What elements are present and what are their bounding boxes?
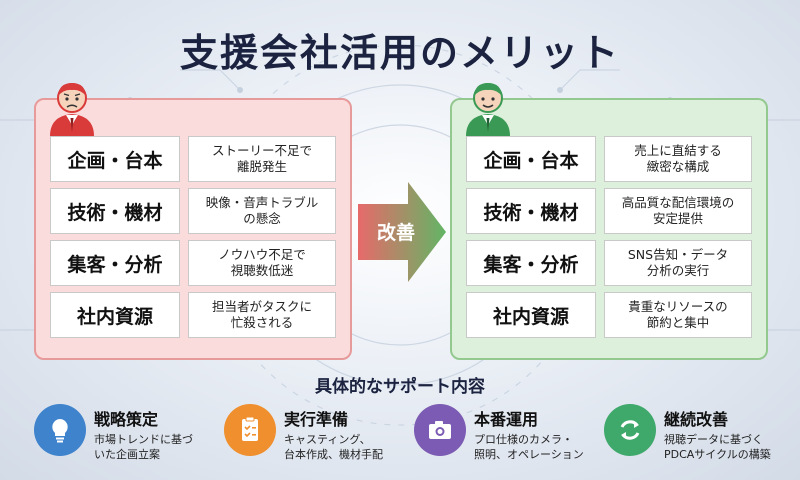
before-row-label: 集客・分析 xyxy=(50,240,180,286)
checklist-icon xyxy=(224,404,276,456)
after-row-marketing: 集客・分析 SNS告知・データ 分析の実行 xyxy=(466,240,752,286)
page-title: 支援会社活用のメリット xyxy=(179,31,620,75)
lightbulb-icon xyxy=(34,404,86,456)
after-row-desc: 高品質な配信環境の 安定提供 xyxy=(604,188,752,234)
confident-person-icon xyxy=(466,83,510,136)
before-row-label: 技術・機材 xyxy=(50,188,180,234)
support-item-title: 実行準備 xyxy=(284,410,349,429)
support-item-preparation: 実行準備 キャスティング、 台本作成、機材手配 xyxy=(224,404,414,474)
before-row-resources: 社内資源 担当者がタスクに 忙殺される xyxy=(50,292,336,338)
camera-icon xyxy=(414,404,466,456)
improvement-arrow-icon xyxy=(358,182,446,282)
after-row-label: 社内資源 xyxy=(466,292,596,338)
before-row-desc: ストーリー不足で 離脱発生 xyxy=(188,136,336,182)
support-item-desc: 視聴データに基づく PDCAサイクルの構築 xyxy=(664,433,771,461)
after-row-planning: 企画・台本 売上に直結する 緻密な構成 xyxy=(466,136,752,182)
arrow-label: 改善 xyxy=(376,222,415,244)
worried-person-icon xyxy=(50,83,94,136)
after-row-label: 企画・台本 xyxy=(466,136,596,182)
before-row-planning: 企画・台本 ストーリー不足で 離脱発生 xyxy=(50,136,336,182)
support-item-title: 戦略策定 xyxy=(94,410,159,429)
after-row-desc: SNS告知・データ 分析の実行 xyxy=(604,240,752,286)
support-item-desc: 市場トレンドに基づ いた企画立案 xyxy=(94,433,193,461)
support-item-desc: プロ仕様のカメラ・ 照明、オペレーション xyxy=(474,433,584,461)
after-row-label: 技術・機材 xyxy=(466,188,596,234)
before-panel: 企画・台本 ストーリー不足で 離脱発生 技術・機材 映像・音声トラブル の懸念 … xyxy=(34,83,352,360)
before-row-desc: 担当者がタスクに 忙殺される xyxy=(188,292,336,338)
after-row-desc: 貴重なリソースの 節約と集中 xyxy=(604,292,752,338)
support-item-operation: 本番運用 プロ仕様のカメラ・ 照明、オペレーション xyxy=(414,404,604,474)
before-row-desc: 映像・音声トラブル の懸念 xyxy=(188,188,336,234)
cycle-icon xyxy=(604,404,656,456)
support-item-desc: キャスティング、 台本作成、機材手配 xyxy=(284,433,383,461)
before-row-label: 企画・台本 xyxy=(50,136,180,182)
support-item-improvement: 継続改善 視聴データに基づく PDCAサイクルの構築 xyxy=(604,404,794,474)
support-item-strategy: 戦略策定 市場トレンドに基づ いた企画立案 xyxy=(34,404,224,474)
support-item-title: 本番運用 xyxy=(474,410,539,429)
after-row-resources: 社内資源 貴重なリソースの 節約と集中 xyxy=(466,292,752,338)
before-row-desc: ノウハウ不足で 視聴数低迷 xyxy=(188,240,336,286)
support-section-title: 具体的なサポート内容 xyxy=(315,377,485,397)
after-panel: 企画・台本 売上に直結する 緻密な構成 技術・機材 高品質な配信環境の 安定提供… xyxy=(450,83,768,360)
after-row-technology: 技術・機材 高品質な配信環境の 安定提供 xyxy=(466,188,752,234)
before-row-label: 社内資源 xyxy=(50,292,180,338)
before-row-marketing: 集客・分析 ノウハウ不足で 視聴数低迷 xyxy=(50,240,336,286)
after-row-desc: 売上に直結する 緻密な構成 xyxy=(604,136,752,182)
after-row-label: 集客・分析 xyxy=(466,240,596,286)
support-item-title: 継続改善 xyxy=(664,410,729,429)
before-row-technology: 技術・機材 映像・音声トラブル の懸念 xyxy=(50,188,336,234)
